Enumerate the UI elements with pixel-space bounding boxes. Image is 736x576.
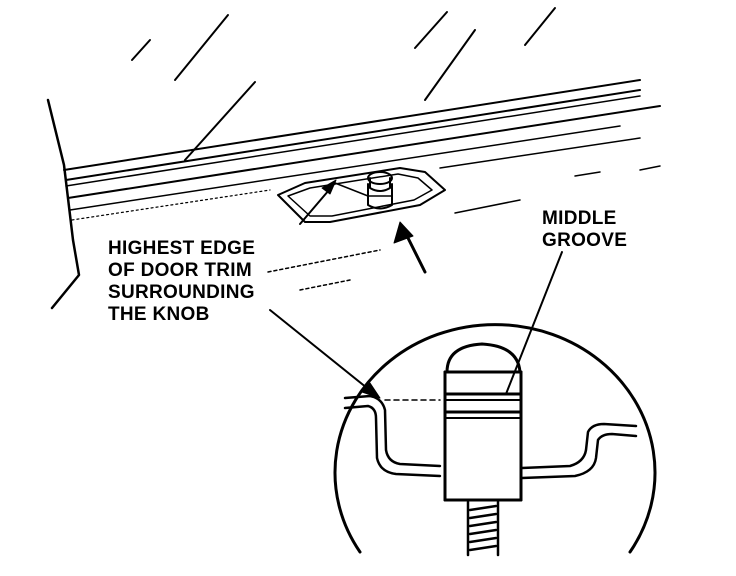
middle-groove-leader [505, 251, 563, 395]
trim-edge-label-line2: OF DOOR TRIM [108, 260, 252, 281]
trim-edge-leader-top [299, 182, 369, 225]
window-sill-molding [63, 79, 661, 221]
magnify-arrow [403, 230, 427, 274]
large-lock-knob [443, 342, 523, 502]
trim-edge-label-line1: HIGHEST EDGE [108, 238, 256, 259]
threaded-rod [466, 500, 500, 557]
trim-edge-label-line3: SURROUNDING [108, 282, 255, 303]
trim-edge-label-line4: THE KNOB [108, 304, 210, 325]
magnify-arrowhead [393, 221, 414, 244]
detail-circle [333, 323, 657, 554]
leader-arrowhead-bottom [361, 382, 381, 399]
door-trim-panel-lines [267, 249, 381, 291]
middle-groove-label: MIDDLE GROOVE [542, 208, 627, 252]
trim-cross-section [343, 394, 638, 480]
leader-arrowhead-top [321, 179, 337, 195]
trim-edge-label: HIGHEST EDGE OF DOOR TRIM SURROUNDING TH… [108, 238, 255, 326]
window-glass-reflections [131, 7, 556, 161]
small-lock-knob [367, 171, 393, 210]
door-front-edge [46, 98, 81, 310]
knob-recess [277, 167, 446, 223]
trim-edge-leader-bottom [269, 309, 373, 393]
middle-groove-label-line2: GROOVE [542, 230, 628, 251]
middle-groove-label-line1: MIDDLE [542, 208, 617, 229]
